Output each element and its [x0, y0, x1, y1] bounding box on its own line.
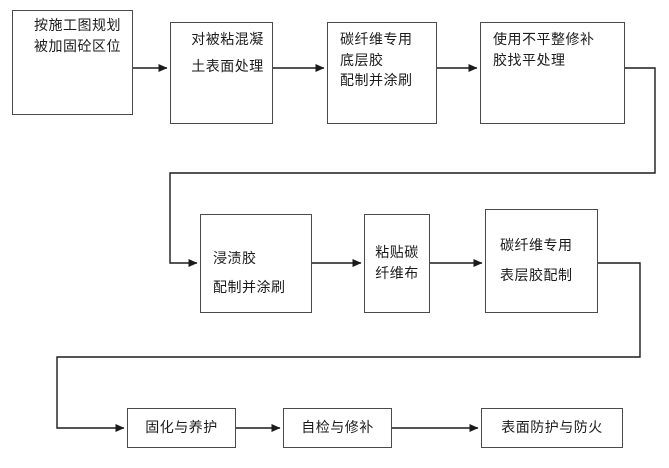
- node-line: 胶找平处理: [493, 52, 566, 69]
- node-line: 粘贴碳: [375, 244, 419, 261]
- node-line: 土表面处理: [191, 58, 264, 75]
- node-line: 底层胶: [340, 52, 384, 69]
- node-text: 碳纤维专用 表层胶配制: [500, 239, 573, 283]
- node-line: 纤维布: [375, 265, 419, 282]
- node-line: 对被粘混凝: [191, 32, 264, 48]
- node-text: 按施工图规划 被加固砼区位: [34, 19, 121, 54]
- node-line: 固化与养护: [145, 419, 218, 436]
- node-line: 配制并涂刷: [340, 73, 413, 90]
- node-self-inspection-and-repair[interactable]: 自检与修补: [283, 408, 392, 448]
- node-line: 配制并涂刷: [213, 280, 286, 297]
- node-text: 自检与修补: [301, 419, 374, 436]
- node-line: 碳纤维专用: [500, 237, 573, 254]
- node-line: 被加固砼区位: [34, 38, 121, 55]
- node-primer-adhesive-mix-apply[interactable]: 碳纤维专用 底层胶 配制并涂刷: [327, 22, 437, 124]
- node-line: 按施工图规划: [34, 18, 121, 34]
- node-text: 浸渍胶 配制并涂刷: [213, 250, 286, 297]
- node-topcoat-adhesive-mix[interactable]: 碳纤维专用 表层胶配制: [485, 209, 598, 313]
- node-text: 对被粘混凝 土表面处理: [191, 33, 264, 74]
- node-line: 浸渍胶: [213, 250, 257, 267]
- node-text: 表面防护与防火: [501, 419, 603, 436]
- node-line: 碳纤维专用: [340, 32, 413, 48]
- node-line: 自检与修补: [301, 419, 374, 436]
- node-text: 固化与养护: [145, 419, 218, 436]
- node-line: 表层胶配制: [500, 267, 573, 284]
- node-text: 粘贴碳 纤维布: [375, 246, 419, 281]
- node-curing-and-maintenance[interactable]: 固化与养护: [127, 408, 236, 448]
- node-apply-carbon-fiber-cloth[interactable]: 粘贴碳 纤维布: [364, 214, 430, 313]
- node-plan-reinforcement-area[interactable]: 按施工图规划 被加固砼区位: [12, 10, 133, 115]
- node-concrete-surface-treatment[interactable]: 对被粘混凝 土表面处理: [170, 22, 273, 124]
- node-line: 使用不平整修补: [493, 32, 595, 48]
- node-impregnating-adhesive-mix-apply[interactable]: 浸渍胶 配制并涂刷: [200, 214, 312, 313]
- node-text: 碳纤维专用 底层胶 配制并涂刷: [340, 33, 413, 89]
- node-surface-protection-and-fireproofing[interactable]: 表面防护与防火: [481, 408, 623, 448]
- node-line: 表面防护与防火: [501, 419, 603, 436]
- node-text: 使用不平整修补 胶找平处理: [493, 33, 595, 68]
- node-leveling-repair-adhesive[interactable]: 使用不平整修补 胶找平处理: [480, 22, 625, 124]
